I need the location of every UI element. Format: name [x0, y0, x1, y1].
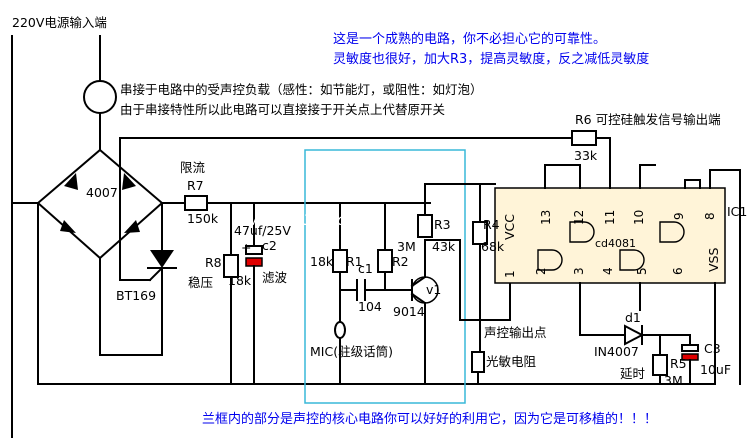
d1-diode — [624, 324, 691, 346]
filter-label: 滤波 — [262, 270, 288, 285]
c3-capacitor — [681, 334, 699, 385]
pin-2: 2 — [534, 267, 548, 275]
c3-label: C3 — [704, 341, 721, 356]
r8-value: 18k — [228, 273, 252, 288]
r5-resistor — [652, 334, 668, 385]
pin-11: 11 — [603, 210, 617, 225]
note-line-1: 这是一个成熟的电路，你不必担心它的可靠性。 — [333, 31, 606, 47]
load-label-1: 串接于电路中的受声控负载（感性：如节能灯，或阻性：如灯泡） — [120, 82, 483, 97]
r8-label: R8 — [205, 255, 222, 270]
ic-cd4081 — [494, 187, 726, 284]
r2-value: 3M — [397, 239, 416, 254]
ic-model-label: cd4081 — [595, 237, 636, 250]
delay-label: 延时 — [620, 366, 646, 381]
r2-resistor — [377, 202, 393, 291]
r8-resistor — [223, 202, 239, 385]
pin-9: 9 — [672, 212, 686, 220]
ic-pins — [544, 137, 741, 385]
r5-value: 3M — [664, 373, 683, 388]
scr-label: BT169 — [116, 288, 156, 303]
r2-label: R2 — [392, 254, 409, 269]
diode-bridge — [11, 148, 164, 356]
c2-plus: + — [241, 240, 251, 255]
note-line-2: 灵敏度也很好，加大R3，提高灵敏度，反之减低灵敏度 — [333, 51, 649, 67]
vss-label: VSS — [706, 248, 721, 272]
core-circuit-box — [304, 149, 466, 404]
r7-label: R7 — [187, 178, 204, 193]
transistor-label: v1 — [426, 282, 441, 297]
c2-label: c2 — [262, 238, 277, 253]
watermark: www.dz3w.com — [245, 211, 361, 229]
r7-resistor — [161, 195, 431, 211]
scr-bt169 — [99, 137, 571, 356]
diode-bridge-label: 4007 — [86, 185, 118, 200]
r1-resistor — [332, 202, 358, 325]
pin-10: 10 — [632, 210, 646, 225]
d1-model: IN4007 — [594, 344, 639, 359]
r6-value: 33k — [574, 148, 598, 163]
pin-5: 5 — [635, 267, 649, 275]
r6-output-label: R6 可控硅触发信号输出端 — [575, 112, 721, 127]
pin-4: 4 — [601, 267, 615, 275]
transistor-model: 9014 — [393, 304, 425, 319]
ic-gates — [537, 221, 685, 271]
mic-label: MIC(驻级话筒) — [310, 344, 393, 359]
r3-value: 43k — [432, 239, 456, 254]
mic — [334, 321, 346, 385]
load-label-2: 由于串接特性所以此电路可以直接接于开关点上代替原开关 — [120, 102, 445, 117]
pin-13: 13 — [539, 210, 553, 225]
vcc-label: VCC — [502, 214, 517, 240]
r1-value: 18k — [310, 254, 334, 269]
limit-label: 限流 — [180, 160, 206, 175]
pin-8: 8 — [703, 212, 717, 220]
pin-3: 3 — [572, 267, 586, 275]
r7-value: 150k — [187, 211, 219, 226]
pin-12: 12 — [572, 210, 586, 225]
c2-value: 47uf/25V — [234, 223, 291, 238]
photo-resistor-label: 光敏电阻 — [486, 354, 537, 369]
r4-label: R4 — [483, 217, 500, 232]
sound-output-label: 声控输出点 — [484, 325, 547, 340]
photo-resistor — [471, 351, 485, 385]
regulate-label: 稳压 — [188, 275, 213, 290]
lamp-load — [83, 80, 117, 151]
c3-value: 10uF — [700, 362, 731, 377]
pin-1: 1 — [503, 270, 517, 278]
ic-label: IC1 — [727, 204, 747, 219]
d1-label: d1 — [625, 310, 641, 325]
footer-note: 兰框内的部分是声控的核心电路你可以好好的利用它，因为它是可移植的！！！ — [202, 411, 657, 427]
r6-resistor — [571, 130, 597, 146]
transistor-9014 — [410, 239, 439, 385]
power-input-label: 220V电源输入端 — [12, 15, 107, 30]
c1-value: 104 — [358, 299, 382, 314]
power-input-wires — [11, 35, 101, 438]
r4-resistor — [472, 183, 496, 351]
r4-value: 68k — [481, 239, 505, 254]
r3-resistor — [417, 183, 511, 321]
c1-capacitor — [356, 279, 413, 301]
r5-label: R5 — [670, 356, 687, 371]
pin-6: 6 — [671, 267, 685, 275]
ground-rail — [37, 202, 716, 385]
c2-capacitor — [245, 202, 263, 385]
r1-label: R1 — [346, 254, 363, 269]
r3-label: R3 — [434, 217, 451, 232]
c1-label: c1 — [358, 261, 373, 276]
